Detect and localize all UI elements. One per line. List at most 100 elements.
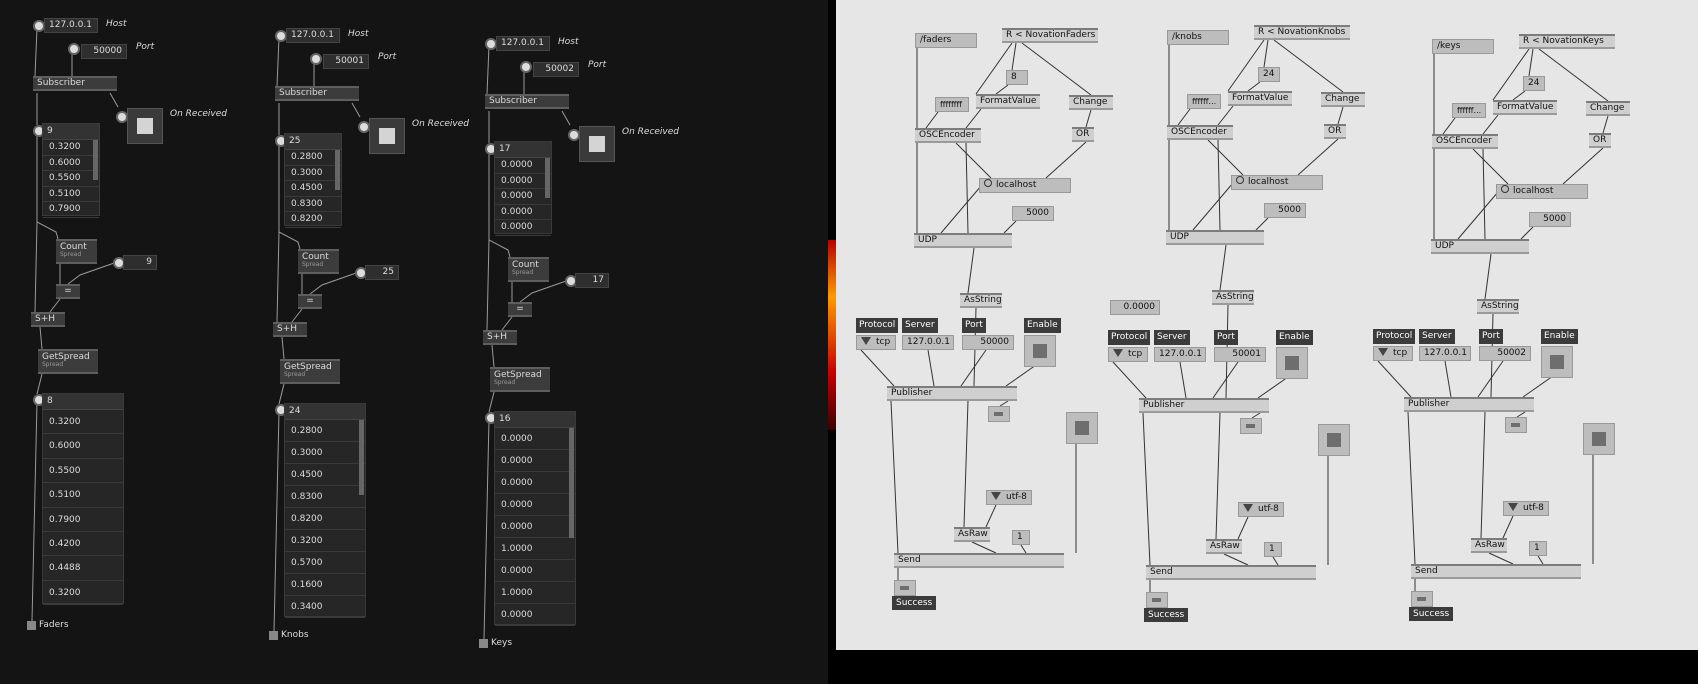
on-received-toggle[interactable] xyxy=(579,126,615,162)
server-input[interactable]: 127.0.0.1 xyxy=(902,335,954,350)
udp-node[interactable]: UDP xyxy=(1431,239,1529,254)
spread-scrollbar[interactable] xyxy=(335,150,340,190)
publisher-status-bang[interactable] xyxy=(1240,418,1262,434)
output-scrollbar[interactable] xyxy=(569,428,574,538)
port-pin[interactable] xyxy=(520,61,532,73)
big-toggle[interactable] xyxy=(1318,424,1350,456)
sample-hold-node[interactable]: S+H xyxy=(31,312,65,327)
sample-hold-node[interactable]: S+H xyxy=(273,322,307,337)
output-ioBox-square[interactable] xyxy=(269,631,278,640)
output-ioBox-square[interactable] xyxy=(27,621,36,630)
host-input[interactable]: 127.0.0.1 xyxy=(44,18,98,33)
equals-node[interactable]: = xyxy=(56,284,80,299)
asraw-node[interactable]: AsRaw xyxy=(1206,539,1242,554)
oscencoder-node[interactable]: OSCEncoder xyxy=(1167,125,1233,140)
sample-hold-node[interactable]: S+H xyxy=(483,330,517,345)
or-node[interactable]: OR xyxy=(1324,124,1346,139)
send-bang[interactable] xyxy=(1146,592,1168,608)
big-toggle[interactable] xyxy=(1583,423,1615,455)
port-pin[interactable] xyxy=(68,43,80,55)
udp-port-input[interactable]: 5000 xyxy=(1012,206,1054,221)
localhost-input[interactable]: localhost xyxy=(979,178,1071,193)
formatvalue-node[interactable]: FormatValue xyxy=(1228,91,1292,106)
localhost-input[interactable]: localhost xyxy=(1231,175,1323,190)
udp-port-input[interactable]: 5000 xyxy=(1264,203,1306,218)
port-input-pub[interactable]: 50001 xyxy=(1214,347,1266,362)
encoding-dropdown[interactable]: utf-8 xyxy=(986,490,1032,505)
oscencoder-node[interactable]: OSCEncoder xyxy=(1432,134,1498,149)
server-input[interactable]: 127.0.0.1 xyxy=(1419,346,1471,361)
publisher-node[interactable]: Publisher xyxy=(1139,398,1269,413)
oscencoder-node[interactable]: OSCEncoder xyxy=(915,128,981,143)
osc-address-input[interactable]: /knobs xyxy=(1167,30,1229,45)
protocol-dropdown[interactable]: tcp xyxy=(1108,347,1148,362)
receiver-node[interactable]: R < NovationFaders xyxy=(1002,28,1098,43)
or-node[interactable]: OR xyxy=(1589,133,1611,148)
receiver-node[interactable]: R < NovationKnobs xyxy=(1254,25,1350,40)
output-ioBox-square[interactable] xyxy=(479,639,488,648)
publisher-status-bang[interactable] xyxy=(988,406,1010,422)
host-input[interactable]: 127.0.0.1 xyxy=(496,36,550,51)
spread-scrollbar[interactable] xyxy=(545,158,550,198)
udp-node[interactable]: UDP xyxy=(1166,230,1264,245)
server-input[interactable]: 127.0.0.1 xyxy=(1154,347,1206,362)
on-received-toggle[interactable] xyxy=(127,108,163,144)
osc-address-input[interactable]: /faders xyxy=(915,33,977,48)
big-toggle[interactable] xyxy=(1066,412,1098,444)
port-input-pub[interactable]: 50000 xyxy=(962,335,1014,350)
publisher-node[interactable]: Publisher xyxy=(1404,397,1534,412)
encoding-dropdown[interactable]: utf-8 xyxy=(1238,502,1284,517)
asstring-node[interactable]: AsString xyxy=(1477,299,1519,314)
localhost-input[interactable]: localhost xyxy=(1496,184,1588,199)
host-input[interactable]: 127.0.0.1 xyxy=(286,28,340,43)
asraw-node[interactable]: AsRaw xyxy=(1471,538,1507,553)
publisher-node[interactable]: Publisher xyxy=(887,386,1017,401)
encoding-dropdown[interactable]: utf-8 xyxy=(1503,501,1549,516)
send-node[interactable]: Send xyxy=(894,553,1064,568)
enable-toggle[interactable] xyxy=(1541,346,1573,378)
enable-toggle[interactable] xyxy=(1276,347,1308,379)
or-node[interactable]: OR xyxy=(1072,127,1094,142)
port-input[interactable]: 50000 xyxy=(81,44,127,59)
publisher-status-bang[interactable] xyxy=(1505,417,1527,433)
formatvalue-node[interactable]: FormatValue xyxy=(1493,100,1557,115)
spread-scrollbar[interactable] xyxy=(93,140,98,180)
subscriber-node[interactable]: Subscriber xyxy=(275,86,359,101)
equals-node[interactable]: = xyxy=(298,294,322,309)
asstring-node[interactable]: AsString xyxy=(1212,290,1254,305)
change-node[interactable]: Change xyxy=(1069,95,1113,110)
protocol-dropdown[interactable]: tcp xyxy=(856,335,896,350)
port-pin[interactable] xyxy=(310,53,322,65)
udp-node[interactable]: UDP xyxy=(914,233,1012,248)
udp-port-input[interactable]: 5000 xyxy=(1529,212,1571,227)
asraw-node[interactable]: AsRaw xyxy=(954,527,990,542)
receiver-node[interactable]: R < NovationKeys xyxy=(1519,34,1615,49)
port-input[interactable]: 50002 xyxy=(533,62,579,77)
change-node[interactable]: Change xyxy=(1586,101,1630,116)
port-input-pub[interactable]: 50002 xyxy=(1479,346,1531,361)
subscriber-node[interactable]: Subscriber xyxy=(33,76,117,91)
send-bang[interactable] xyxy=(894,580,916,596)
osc-address-input[interactable]: /keys xyxy=(1432,39,1494,54)
on-received-toggle[interactable] xyxy=(369,118,405,154)
change-node[interactable]: Change xyxy=(1321,92,1365,107)
output-scrollbar[interactable] xyxy=(359,420,364,495)
send-node[interactable]: Send xyxy=(1146,565,1316,580)
port-input[interactable]: 50001 xyxy=(323,54,369,69)
asstring-node[interactable]: AsString xyxy=(960,293,1002,308)
formatvalue-node[interactable]: FormatValue xyxy=(976,94,1040,109)
send-node[interactable]: Send xyxy=(1411,564,1581,579)
subscriber-node[interactable]: Subscriber xyxy=(485,94,569,109)
enable-toggle[interactable] xyxy=(1024,335,1056,367)
